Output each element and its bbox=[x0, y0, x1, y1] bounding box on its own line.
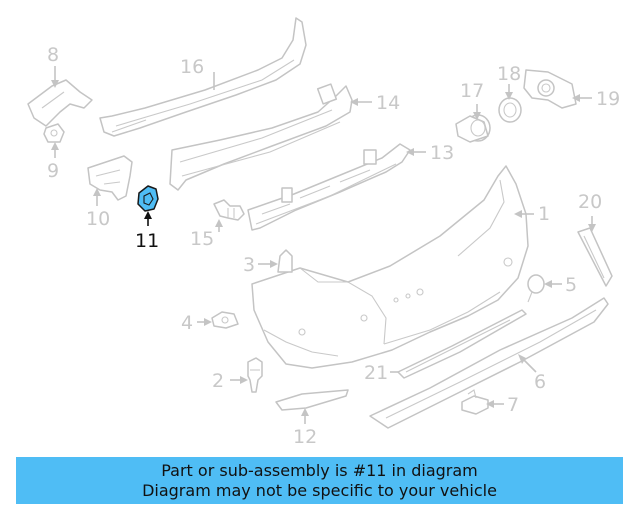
callout-5: 5 bbox=[565, 274, 577, 296]
callout-15: 15 bbox=[190, 228, 214, 250]
callout-9: 9 bbox=[47, 160, 59, 182]
callout-13: 13 bbox=[430, 142, 454, 164]
parts-diagram: 8 16 14 17 18 19 13 9 10 11 15 1 20 3 5 … bbox=[27, 17, 620, 448]
callout-1: 1 bbox=[538, 203, 550, 225]
part-11-clip-highlighted bbox=[137, 185, 159, 212]
banner-line-2: Diagram may not be specific to your vehi… bbox=[142, 480, 497, 500]
part-8-side-bracket bbox=[27, 79, 93, 127]
info-banner: Part or sub-assembly is #11 in diagram D… bbox=[16, 457, 623, 504]
part-10-bracket bbox=[87, 155, 133, 201]
callout-16: 16 bbox=[180, 56, 204, 78]
part-21-lower-trim-strip bbox=[397, 309, 527, 379]
callout-2: 2 bbox=[212, 370, 224, 392]
part-5-small-clip bbox=[527, 274, 545, 303]
callout-12: 12 bbox=[293, 426, 317, 448]
callout-3: 3 bbox=[243, 254, 255, 276]
part-3-pin-clip bbox=[277, 249, 293, 273]
part-6-lower-diffuser bbox=[369, 297, 609, 429]
part-1-bumper-cover bbox=[251, 165, 529, 369]
callout-14: 14 bbox=[376, 92, 400, 114]
banner-line-1: Part or sub-assembly is #11 in diagram bbox=[161, 460, 478, 480]
callout-4: 4 bbox=[181, 312, 193, 334]
part-17-parking-sensor bbox=[455, 114, 491, 143]
part-20-reflector bbox=[577, 227, 613, 287]
part-12-reflector bbox=[275, 389, 349, 411]
part-14-bumper-beam bbox=[169, 83, 353, 191]
callout-17: 17 bbox=[460, 80, 484, 102]
callout-11: 11 bbox=[135, 230, 159, 252]
part-16-reinforcement-bar bbox=[99, 17, 307, 137]
part-18-sensor-ring bbox=[498, 97, 522, 123]
part-2-bolt bbox=[247, 357, 263, 393]
callout-18: 18 bbox=[497, 63, 521, 85]
part-19-sensor-bracket bbox=[523, 69, 577, 109]
part-13-energy-absorber bbox=[247, 143, 411, 231]
callout-6: 6 bbox=[534, 371, 546, 393]
callout-10: 10 bbox=[86, 208, 110, 230]
callout-8: 8 bbox=[47, 44, 59, 66]
part-7-clip bbox=[461, 389, 489, 415]
callout-20: 20 bbox=[578, 191, 602, 213]
callout-21: 21 bbox=[364, 362, 388, 384]
part-9-clip-nut bbox=[43, 123, 65, 143]
callout-19: 19 bbox=[596, 88, 620, 110]
part-4-nut-clip bbox=[211, 311, 239, 329]
part-15-bolt-clip bbox=[213, 199, 245, 221]
callout-7: 7 bbox=[507, 394, 519, 416]
